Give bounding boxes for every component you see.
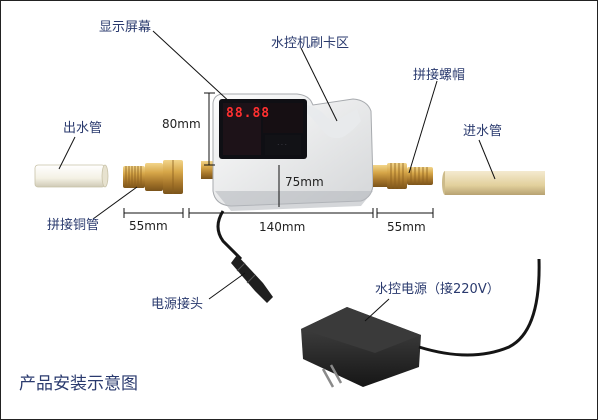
label-power-supply: 水控电源（接220V） <box>375 282 500 297</box>
connector-nut <box>373 163 433 189</box>
leader-lines <box>58 30 496 322</box>
label-power-connector: 电源接头 <box>151 297 204 312</box>
dim-depth: 75mm <box>285 175 324 189</box>
label-copper-pipe: 拼接铜管 <box>47 218 100 233</box>
label-screen: 显示屏幕 <box>99 20 152 35</box>
power-cable-lower <box>418 258 541 357</box>
dimension-lines <box>123 92 434 218</box>
power-cable-upper <box>216 210 243 261</box>
power-adapter <box>301 307 421 388</box>
dim-left-pipe: 55mm <box>129 219 168 233</box>
power-connector <box>231 255 273 303</box>
copper-pipe-fitting <box>123 160 183 194</box>
label-card-area: 水控机刷卡区 <box>271 36 350 51</box>
svg-text:· · ·: · · · <box>277 142 287 149</box>
dim-height: 80mm <box>162 117 201 131</box>
dim-body-width: 140mm <box>259 220 306 234</box>
outlet-pipe <box>34 164 109 188</box>
inlet-pipe <box>442 171 545 195</box>
diagram-caption: 产品安装示意图 <box>19 374 138 394</box>
dim-right-pipe: 55mm <box>387 220 426 234</box>
label-outlet-pipe: 出水管 <box>63 121 103 136</box>
device-display-readout: 88.88 <box>226 106 271 121</box>
label-connector-nut: 拼接螺帽 <box>413 68 466 83</box>
label-inlet-pipe: 进水管 <box>463 124 503 139</box>
water-control-unit: · · · <box>212 93 374 211</box>
